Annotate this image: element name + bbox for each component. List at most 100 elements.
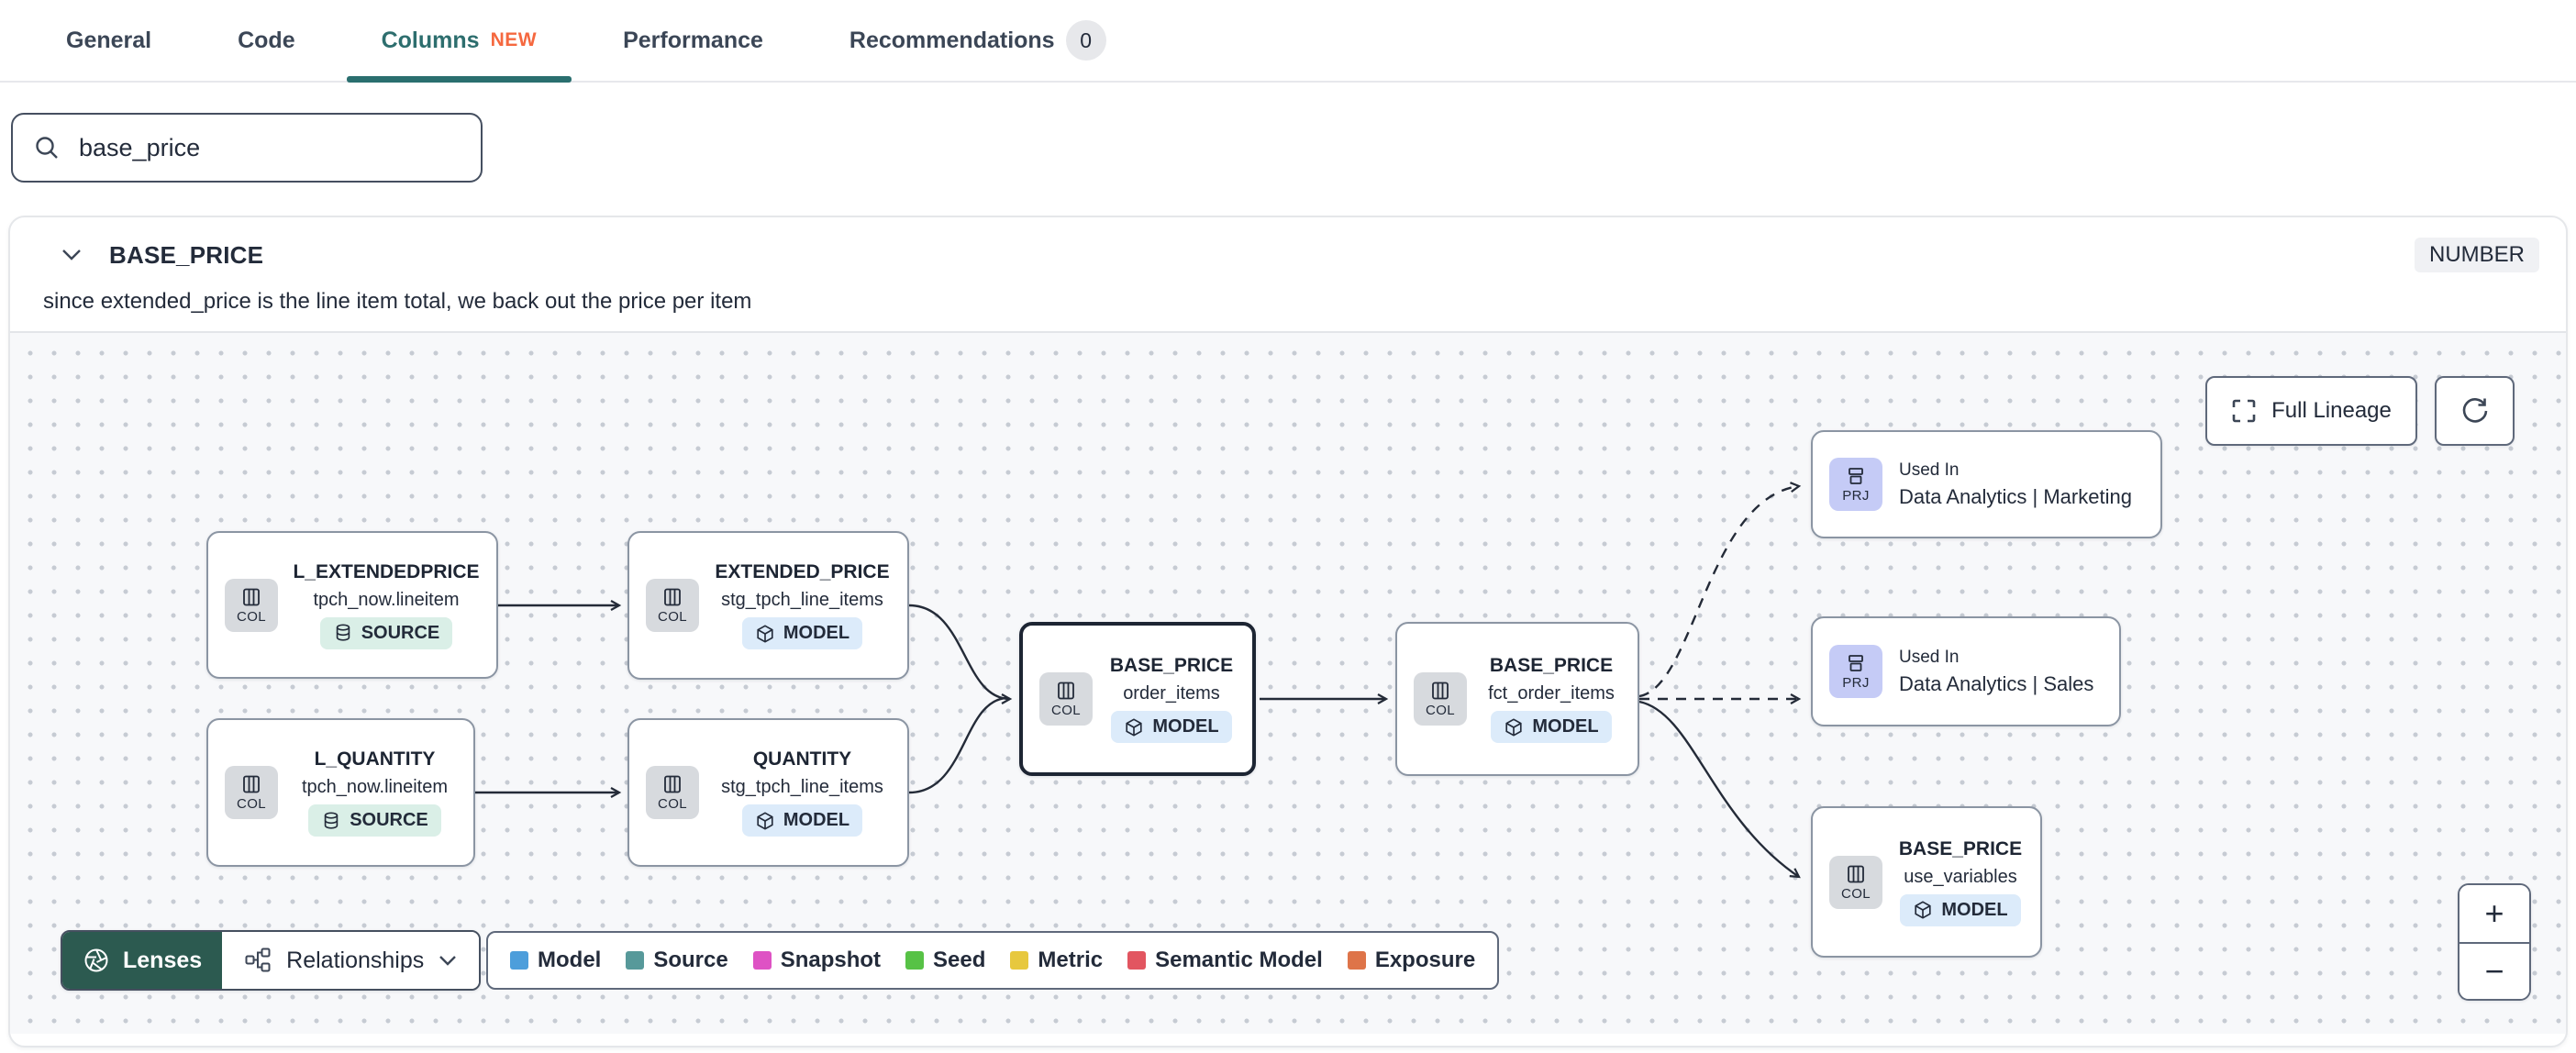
lineage-node-extended-price[interactable]: COL EXTENDED_PRICE stg_tpch_line_items M… xyxy=(627,531,909,680)
node-title: L_QUANTITY xyxy=(314,748,436,770)
active-tab-underline xyxy=(346,76,572,83)
lenses-pill: Lenses Relationships xyxy=(61,930,482,991)
tab-general[interactable]: General xyxy=(31,0,186,81)
legend-label: Seed xyxy=(933,948,986,972)
node-main: Used In Data Analytics | Sales xyxy=(1899,648,2093,696)
lenses-label: Lenses xyxy=(123,947,203,973)
legend-swatch xyxy=(1347,951,1366,970)
badge-label: MODEL xyxy=(1152,716,1219,737)
node-main: BASE_PRICE order_items MODEL xyxy=(1107,655,1236,743)
legend-item-snapshot: Snapshot xyxy=(752,948,882,973)
chip-label: COL xyxy=(1425,703,1456,718)
lineage-node-used-in-marketing[interactable]: PRJ Used In Data Analytics | Marketing xyxy=(1811,430,2162,538)
lineage-node-quantity[interactable]: COL QUANTITY stg_tpch_line_items MODEL xyxy=(627,718,909,867)
lineage-node-base-price-fct-order-items[interactable]: COL BASE_PRICE fct_order_items MODEL xyxy=(1395,622,1639,776)
archive-icon xyxy=(1849,468,1863,484)
tab-bar: General Code Columns NEW Performance Rec… xyxy=(0,0,2576,83)
lenses-button[interactable]: Lenses xyxy=(62,932,223,989)
node-subtitle: stg_tpch_line_items xyxy=(721,590,883,610)
legend-item-seed: Seed xyxy=(905,948,985,973)
zoom-in-button[interactable]: + xyxy=(2459,885,2529,942)
new-badge: NEW xyxy=(490,29,538,50)
collapse-chevron-icon[interactable] xyxy=(60,243,83,267)
expand-icon xyxy=(2232,399,2256,423)
legend-swatch xyxy=(1127,951,1147,970)
legend-item-semantic-model: Semantic Model xyxy=(1127,948,1323,973)
badge-label: MODEL xyxy=(783,623,850,643)
chip-label: COL xyxy=(236,796,267,812)
legend-label: Snapshot xyxy=(780,948,882,972)
column-chip: COL xyxy=(1414,672,1467,726)
node-title: BASE_PRICE xyxy=(1489,655,1614,676)
archive-icon xyxy=(1849,655,1863,671)
column-chip: COL xyxy=(225,578,278,632)
database-icon xyxy=(324,811,339,829)
cube-icon xyxy=(1126,717,1143,737)
refresh-button[interactable] xyxy=(2435,376,2515,446)
badge-label: MODEL xyxy=(1532,716,1599,737)
node-main: QUANTITY stg_tpch_line_items MODEL xyxy=(714,748,891,837)
search-row xyxy=(0,83,2576,183)
tab-columns[interactable]: Columns NEW xyxy=(346,0,572,83)
source-badge: SOURCE xyxy=(308,804,441,837)
node-title: BASE_PRICE xyxy=(1898,837,2023,859)
tab-performance[interactable]: Performance xyxy=(588,0,798,81)
tab-code[interactable]: Code xyxy=(203,0,330,81)
database-icon xyxy=(336,624,350,641)
aperture-icon xyxy=(84,948,108,972)
node-main: Used In Data Analytics | Marketing xyxy=(1899,460,2132,509)
lineage-node-base-price-use-variables[interactable]: COL BASE_PRICE use_variables MODEL xyxy=(1811,806,2042,958)
tab-label: Performance xyxy=(623,27,763,53)
tab-label: General xyxy=(66,27,152,53)
project-chip: PRJ xyxy=(1829,458,1882,511)
legend-swatch xyxy=(905,951,925,970)
relationships-dropdown[interactable]: Relationships xyxy=(222,932,480,989)
recommendations-count-badge: 0 xyxy=(1065,20,1106,61)
legend-swatch xyxy=(626,951,645,970)
used-in-kicker: Used In xyxy=(1899,647,1960,667)
legend-label: Source xyxy=(653,948,728,972)
node-subtitle: tpch_now.lineitem xyxy=(302,777,448,797)
lineage-node-l-extendedprice[interactable]: COL L_EXTENDEDPRICE tpch_now.lineitem SO… xyxy=(206,531,498,679)
chip-label: COL xyxy=(657,609,688,625)
tab-recommendations[interactable]: Recommendations 0 xyxy=(815,0,1141,81)
node-title: L_EXTENDEDPRICE xyxy=(293,560,480,582)
refresh-icon xyxy=(2462,398,2487,423)
lineage-node-base-price-order-items[interactable]: COL BASE_PRICE order_items MODEL xyxy=(1019,622,1256,776)
badge-label: MODEL xyxy=(1941,899,2008,920)
chevron-down-icon xyxy=(439,956,457,966)
legend-swatch xyxy=(752,951,772,970)
node-main: L_EXTENDEDPRICE tpch_now.lineitem SOURCE xyxy=(293,561,480,649)
legend-item-source: Source xyxy=(626,948,728,973)
model-badge: MODEL xyxy=(741,804,863,837)
node-main: EXTENDED_PRICE stg_tpch_line_items MODEL xyxy=(714,561,891,649)
legend-item-metric: Metric xyxy=(1010,948,1103,973)
search-box[interactable] xyxy=(11,113,483,183)
lineage-node-used-in-sales[interactable]: PRJ Used In Data Analytics | Sales xyxy=(1811,616,2121,726)
legend-item-exposure: Exposure xyxy=(1347,948,1476,973)
column-chip: COL xyxy=(646,579,699,632)
lineage-canvas[interactable]: COL L_EXTENDEDPRICE tpch_now.lineitem SO… xyxy=(10,331,2566,1034)
full-lineage-label: Full Lineage xyxy=(2271,398,2392,423)
project-chip: PRJ xyxy=(1829,645,1882,698)
legend-label: Exposure xyxy=(1374,948,1476,972)
search-icon xyxy=(36,137,58,159)
search-input[interactable] xyxy=(77,132,461,163)
columns-icon xyxy=(243,588,260,605)
node-title: BASE_PRICE xyxy=(1109,655,1234,676)
node-subtitle: tpch_now.lineitem xyxy=(313,589,460,610)
full-lineage-button[interactable]: Full Lineage xyxy=(2205,376,2417,446)
badge-label: MODEL xyxy=(783,810,850,830)
legend-swatch xyxy=(1010,951,1029,970)
node-subtitle: fct_order_items xyxy=(1488,683,1615,704)
chip-label: COL xyxy=(236,608,267,625)
node-subtitle: order_items xyxy=(1123,683,1220,704)
columns-icon xyxy=(664,775,681,793)
chip-label: PRJ xyxy=(1842,488,1870,504)
badge-label: SOURCE xyxy=(361,622,440,643)
lineage-node-l-quantity[interactable]: COL L_QUANTITY tpch_now.lineitem SOURCE xyxy=(206,718,475,867)
columns-icon xyxy=(664,588,681,606)
node-main: BASE_PRICE fct_order_items MODEL xyxy=(1482,655,1621,743)
legend-item-model: Model xyxy=(510,948,601,973)
zoom-out-button[interactable]: − xyxy=(2459,942,2529,999)
